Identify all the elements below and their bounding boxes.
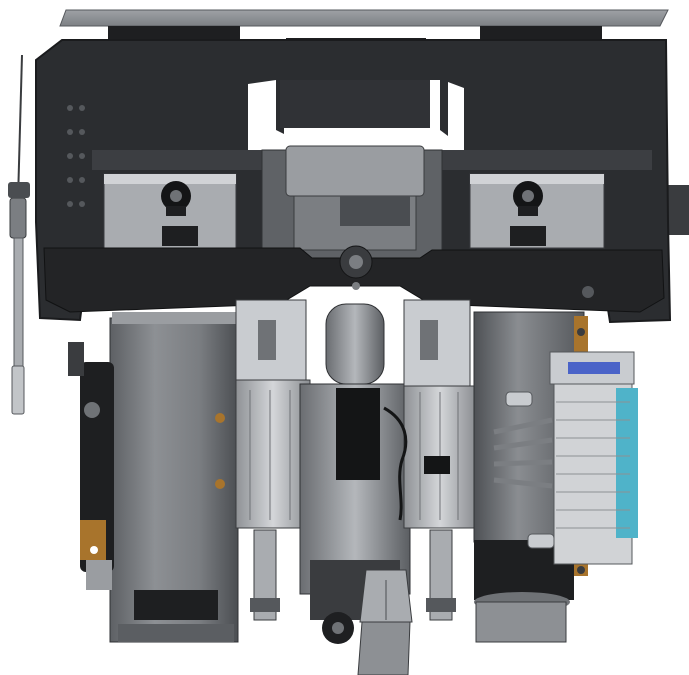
gear-icon <box>339 245 373 279</box>
valve-manifold <box>549 351 638 565</box>
left-cylinder <box>215 299 311 529</box>
right-module <box>469 173 605 249</box>
right-cylinder <box>403 299 491 529</box>
left-module <box>103 173 237 249</box>
fan-icon <box>322 612 354 644</box>
central-spindle <box>299 303 413 675</box>
pneumatic-fittings <box>493 417 553 489</box>
inner-gear-block <box>92 145 652 261</box>
left-motor <box>109 312 239 643</box>
left-auxiliary-unit <box>68 342 114 590</box>
spindle-cable <box>383 406 408 521</box>
lcd-display <box>568 362 620 374</box>
housing-bolt-holes <box>67 105 85 207</box>
right-side-bracket <box>667 185 689 235</box>
lower-brackets <box>250 529 456 621</box>
left-pneumatic-rod <box>8 54 30 415</box>
